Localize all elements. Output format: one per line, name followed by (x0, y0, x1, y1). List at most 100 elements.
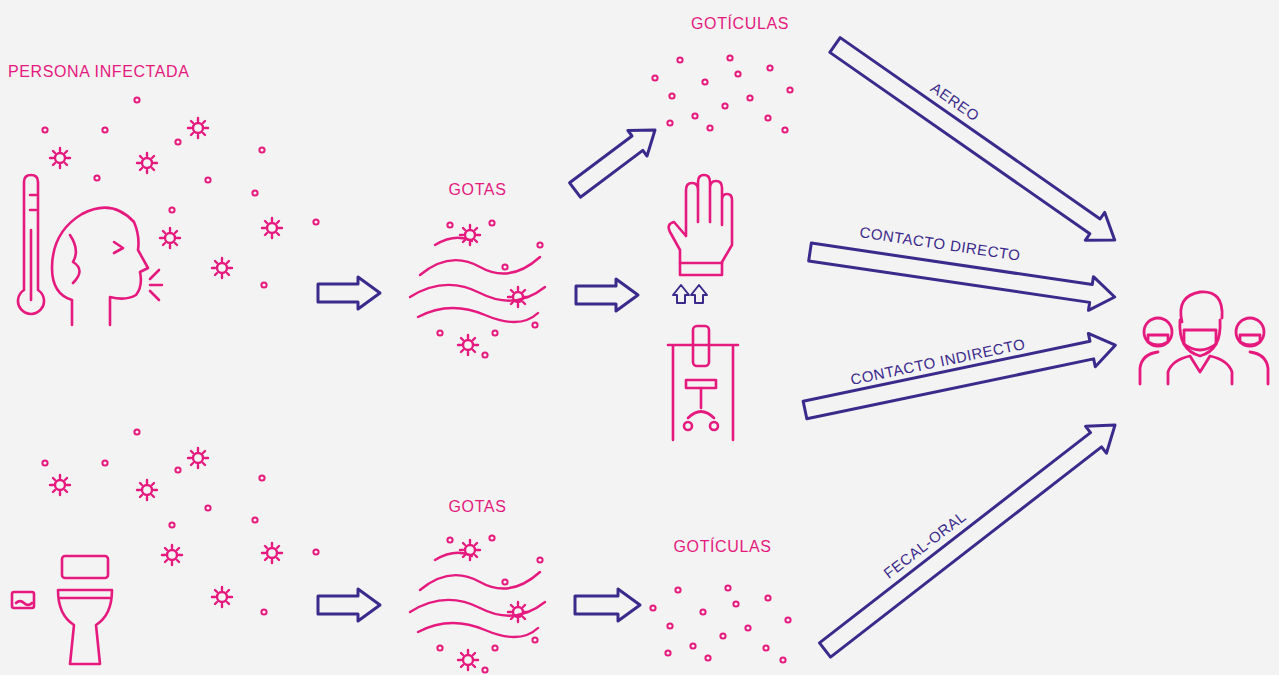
paper-roll (12, 592, 34, 608)
droplet-dot (169, 207, 174, 212)
virus-symbol (212, 258, 232, 278)
droplets-cloud (652, 55, 792, 132)
person-head (1236, 318, 1264, 346)
droplet-dot (261, 282, 266, 287)
hollow-arrow (565, 117, 664, 203)
droplet-dot (94, 175, 99, 180)
chair-base (688, 388, 714, 418)
droplet-dot (175, 467, 180, 472)
hollow-arrow-connector (318, 277, 380, 309)
virus-symbol (160, 228, 180, 248)
hollow-arrows (318, 31, 1125, 663)
drops-cloud (410, 220, 545, 357)
up-arrow (691, 285, 707, 303)
illustration-node: GOTAS (380, 497, 575, 672)
virus-symbol (188, 118, 208, 138)
route-label: FECAL-ORAL (880, 507, 969, 582)
hollow-arrow (318, 277, 380, 309)
droplet-dot (313, 549, 318, 554)
virus-symbol (50, 475, 70, 495)
toilet-bowl (58, 590, 112, 664)
node-label: GOTÍCULAS (640, 537, 805, 557)
drops-cloud (410, 535, 545, 672)
route-label: CONTACTO DIRECTO (858, 223, 1021, 264)
hollow-arrow-connector (565, 117, 664, 203)
person-shoulder (1250, 352, 1268, 384)
person-shoulder (1140, 352, 1158, 384)
hollow-arrow (802, 329, 1119, 427)
droplet-dot (42, 127, 47, 132)
droplet-dot (175, 139, 180, 144)
cough-lines (150, 270, 162, 300)
person-shoulder (1168, 356, 1232, 384)
droplet-dot (134, 97, 139, 102)
route-label: CONTACTO INDIRECTO (849, 335, 1027, 389)
node-label: GOTAS (380, 497, 575, 517)
toilet-tank (62, 556, 108, 578)
chair-seat (686, 380, 716, 388)
hand-icon (669, 175, 732, 275)
hair (1181, 292, 1222, 322)
desk-chair-icon (668, 326, 738, 440)
droplets-cloud (650, 585, 790, 662)
droplet-dot (42, 460, 47, 465)
infected-person-icon (18, 175, 162, 325)
droplet-dot (205, 177, 210, 182)
route-label: AEREO (927, 79, 982, 125)
paper-edge (16, 601, 32, 605)
illustration-node: GOTAS (380, 180, 575, 365)
node-label: GOTAS (380, 180, 575, 200)
virus-symbol (137, 480, 157, 500)
person-head (1144, 318, 1172, 346)
droplet-dot (252, 517, 257, 522)
droplet-dot (169, 522, 174, 527)
mask (1148, 335, 1168, 345)
people-icon (1140, 292, 1268, 384)
thermometer (18, 175, 44, 314)
virus-cloud (42, 97, 318, 287)
face (1180, 320, 1220, 356)
virus-symbol (262, 543, 282, 563)
droplet-dot (259, 475, 264, 480)
hollow-arrow (575, 589, 640, 621)
node-label: PERSONA INFECTADA (5, 62, 318, 82)
virus-symbol (212, 587, 232, 607)
chair-back (693, 326, 709, 366)
hollow-arrow (576, 279, 638, 311)
thermometer-level (30, 230, 33, 300)
wrist-line (680, 262, 722, 265)
virus-symbol (162, 545, 182, 565)
droplet-dot (102, 127, 107, 132)
hollow-arrow (318, 589, 380, 621)
up-arrows (673, 285, 707, 303)
droplet-dot (261, 609, 266, 614)
droplet-dot (252, 190, 257, 195)
droplet-dot (259, 147, 264, 152)
hollow-arrow (825, 31, 1124, 254)
toilet-seat (60, 597, 110, 600)
hand-outline (669, 175, 732, 275)
ear-line (70, 235, 80, 283)
droplet-dot (205, 505, 210, 510)
up-arrow (673, 285, 689, 303)
virus-symbol (137, 153, 157, 173)
node-label: GOTÍCULAS (655, 14, 825, 34)
illustration-node: GOTÍCULAS (640, 537, 805, 670)
illustration-node: GOTÍCULAS (655, 14, 825, 137)
hollow-arrow-connector (575, 589, 640, 621)
toilet-icon (12, 556, 112, 664)
virus-symbol (262, 218, 282, 238)
droplet-dot (102, 460, 107, 465)
droplet-dot (313, 219, 318, 224)
mask (1184, 330, 1216, 350)
virus-symbol (188, 448, 208, 468)
mask (1240, 335, 1260, 345)
closed-eye (114, 242, 123, 253)
desk (668, 345, 738, 440)
virus-symbol (50, 148, 70, 168)
droplet-dot (134, 429, 139, 434)
chair-wheel (684, 422, 692, 430)
